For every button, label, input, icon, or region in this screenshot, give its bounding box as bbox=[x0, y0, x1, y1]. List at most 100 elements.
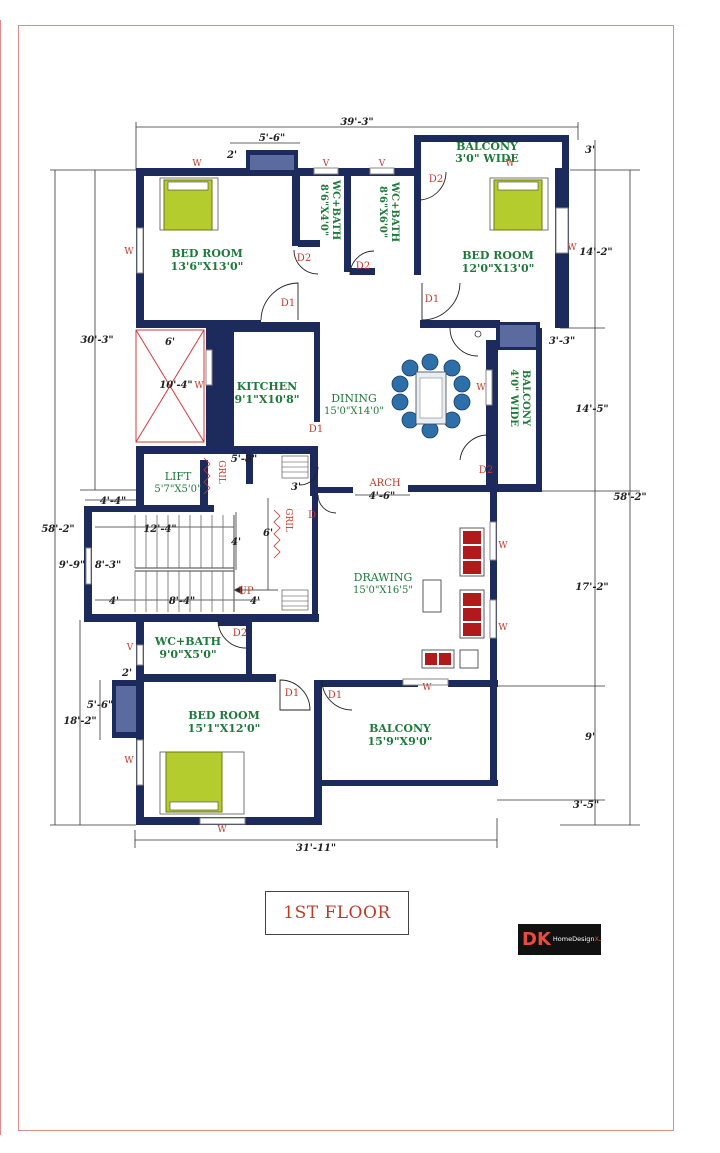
floor-title: 1ST FLOOR bbox=[265, 891, 409, 935]
kitchen-size: 9'1"X10'8" bbox=[234, 393, 299, 406]
dim-bottom-total: 31'-11" bbox=[296, 843, 336, 854]
wc1-size: 8'6"X4'0" bbox=[318, 184, 329, 236]
dim-left-8-3: 8'-3" bbox=[95, 560, 121, 571]
tag-w-bed2: W bbox=[505, 159, 515, 169]
kitchen-name: KITCHEN bbox=[237, 380, 297, 393]
dim-left-6: 6' bbox=[165, 337, 175, 348]
dim-right-14-5: 14'-5" bbox=[575, 404, 608, 415]
dim-stair-4a: 4' bbox=[231, 537, 241, 548]
dim-stair-4c: 4' bbox=[250, 596, 260, 607]
drawing-name: DRAWING bbox=[354, 571, 413, 584]
tag-d1-bed3: D1 bbox=[285, 688, 299, 699]
tag-v-wc1: V bbox=[322, 159, 330, 169]
dim-left-18-2: 18'-2" bbox=[63, 716, 96, 727]
tag-up: UP bbox=[238, 586, 253, 597]
tag-d1-bed2: D1 bbox=[425, 294, 439, 305]
logo-mark: DK bbox=[522, 929, 551, 950]
brand-logo: DK HomeDesignX.com bbox=[518, 924, 615, 955]
tag-d2-wc3: D2 bbox=[233, 628, 247, 639]
tag-arch: ARCH bbox=[368, 478, 400, 489]
staircase bbox=[134, 515, 278, 612]
balcony-bottom-size: 15'9"X9'0" bbox=[367, 735, 432, 748]
dim-top-total: 39'-3" bbox=[340, 117, 373, 128]
logo-name: HomeDesignX.com bbox=[552, 934, 615, 943]
dim-left-4-4: 4'-4" bbox=[100, 496, 126, 507]
gril-rail bbox=[203, 457, 281, 559]
balcony-top-name: BALCONY bbox=[456, 140, 518, 153]
dim-stair-4b: 4' bbox=[109, 596, 119, 607]
dim-right-3-5: 3'-5" bbox=[573, 800, 599, 811]
dim-right-14-2: 14'-2" bbox=[579, 247, 612, 258]
bed1-size: 13'6"X13'0" bbox=[171, 260, 244, 273]
dim-right-3-3: 3'-3" bbox=[549, 336, 575, 347]
dim-lift-5-8: 5'-8" bbox=[231, 454, 257, 465]
opening-tags: D1 D1 D1 D1 D1 D2 D2 D2 D2 D2 D ARCH UP … bbox=[124, 159, 577, 835]
lift-size: 5'7"X5'0" bbox=[154, 484, 201, 495]
balcony-right-name: BALCONY bbox=[520, 370, 531, 427]
tag-d2-right-balcony: D2 bbox=[479, 465, 493, 476]
beds bbox=[159, 177, 549, 815]
sofas bbox=[421, 330, 485, 669]
wc3-size: 9'0"X5'0" bbox=[159, 648, 216, 661]
room-labels: BED ROOM 13'6"X13'0" BED ROOM 12'0"X13'0… bbox=[154, 140, 534, 748]
bed1-name: BED ROOM bbox=[171, 247, 243, 260]
tag-d-main: D bbox=[308, 510, 316, 521]
sheet-left-border bbox=[0, 20, 1, 1135]
bed2-size: 12'0"X13'0" bbox=[462, 262, 535, 275]
logo-suffix: .com bbox=[598, 934, 615, 943]
dim-left-5-6: 5'-6" bbox=[87, 700, 113, 711]
bed3-size: 15'1"X12'0" bbox=[188, 722, 261, 735]
dining-table bbox=[391, 353, 471, 439]
room-labels-light: DINING 15'0"X14'0" DRAWING 15'0"X16'5" L… bbox=[154, 392, 413, 596]
duct-cross bbox=[135, 329, 205, 443]
dim-left-9-9: 9'-9" bbox=[59, 560, 85, 571]
dim-stair-6: 6' bbox=[263, 528, 273, 539]
tag-w-kitchen: W bbox=[194, 381, 204, 391]
dim-right-58-2: 58'-2" bbox=[613, 492, 646, 503]
dim-right-3: 3' bbox=[585, 145, 595, 156]
tag-d2-balcony: D2 bbox=[429, 174, 443, 185]
vertical-room-labels: WC+BATH 8'6"X4'0" WC+BATH 8'6"X6'0" BALC… bbox=[318, 179, 531, 427]
logo-name-text: HomeDesign bbox=[552, 934, 595, 943]
small-steps bbox=[281, 455, 309, 611]
tag-d1-balcony: D1 bbox=[328, 690, 342, 701]
dim-right-17-2: 17'-2" bbox=[575, 582, 608, 593]
dim-right-9: 9' bbox=[585, 732, 595, 743]
wc3-name: WC+BATH bbox=[154, 635, 221, 648]
dim-arch-4-6: 4'-6" bbox=[369, 491, 395, 502]
dim-left-30-3: 30'-3" bbox=[80, 335, 113, 346]
dim-stair-8-4: 8'-4" bbox=[169, 596, 195, 607]
wc1-name: WC+BATH bbox=[330, 179, 341, 240]
dimension-lines bbox=[50, 122, 640, 848]
tag-gril-2: GRIL bbox=[283, 508, 293, 532]
tag-w-bed3-bottom: W bbox=[217, 825, 227, 835]
sheet-frame bbox=[18, 25, 674, 1131]
shaft-hatch bbox=[116, 155, 536, 732]
tag-w-bed1: W bbox=[192, 159, 202, 169]
logo-accent: X bbox=[594, 934, 599, 943]
windows bbox=[85, 167, 569, 825]
lift-name: LIFT bbox=[165, 470, 192, 483]
tag-v-wc2: V bbox=[378, 159, 386, 169]
tag-w-dining: W bbox=[476, 383, 486, 393]
dim-top-small: 5'-6" bbox=[259, 133, 285, 144]
tag-d1-kitchen: D1 bbox=[309, 424, 323, 435]
dimension-labels: 39'-3" 5'-6" 2' 3' 14'-2" 3'-3" 14'-5" 5… bbox=[41, 117, 646, 854]
tag-v-wc3: V bbox=[126, 643, 134, 653]
tag-w-bed3: W bbox=[124, 756, 134, 766]
tag-d2-wc2: D2 bbox=[356, 261, 370, 272]
wc2-size: 8'6"X6'0" bbox=[377, 186, 388, 238]
tag-w-drawing-2: W bbox=[498, 623, 508, 633]
dim-stair-3: 3' bbox=[291, 482, 301, 493]
tag-d1-bed1: D1 bbox=[281, 298, 295, 309]
dining-size: 15'0"X14'0" bbox=[324, 406, 384, 417]
tag-w-bed2-side: W bbox=[567, 243, 577, 253]
tag-w-balcony: W bbox=[422, 683, 432, 693]
dining-name: DINING bbox=[331, 392, 377, 405]
dim-left-2: 2' bbox=[121, 668, 132, 679]
dim-top-2: 2' bbox=[226, 150, 237, 161]
tag-w-drawing-1: W bbox=[498, 541, 508, 551]
door-swings bbox=[217, 171, 489, 711]
bed2-name: BED ROOM bbox=[462, 249, 534, 262]
